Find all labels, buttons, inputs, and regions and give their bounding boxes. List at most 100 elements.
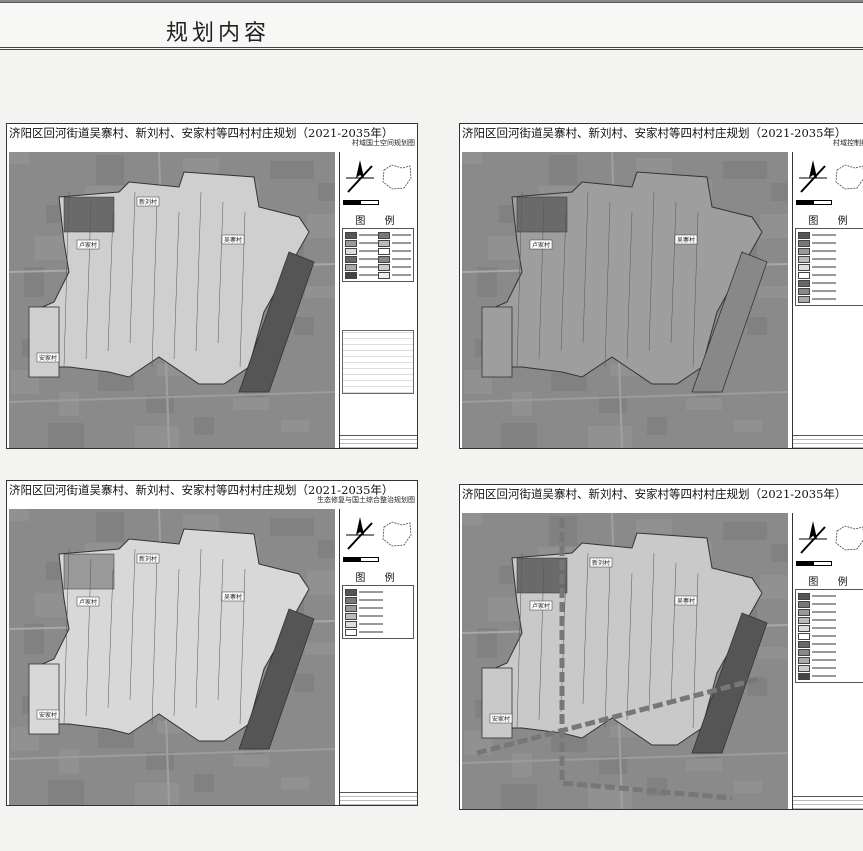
parcel-line [538,562,545,721]
basemap-texture [758,647,788,659]
legend-item [345,263,378,271]
basemap-texture [551,373,587,391]
legend-text-line [359,242,378,244]
legend-swatch [798,231,810,239]
basemap-texture [194,774,214,792]
map-sidebar: 图 例 [339,509,417,805]
legend-swatch [798,616,810,624]
land-parcel [516,557,568,594]
header-rule [0,0,863,2]
basemap-texture [307,214,335,238]
basemap-texture [771,544,788,562]
panel-title: 济阳区回河街道吴寨村、新刘村、安家村等四村村庄规划（2021-2035年） [462,487,847,501]
legend-item [378,231,411,239]
scale-bar [796,200,832,206]
basemap-texture [477,628,497,658]
legend-item [345,620,411,628]
basemap-texture [98,730,134,748]
village-label: 卢家村 [532,241,550,249]
basemap-texture [758,286,788,298]
village-label: 新刘村 [592,559,610,567]
legend-text-line [812,290,836,292]
legend-swatch [798,287,810,295]
legend-text-line [392,234,411,236]
legend-title: 图 例 [808,577,856,588]
road-line [9,391,335,403]
legend-text-line [359,250,378,252]
map-panel-control-lines[interactable]: 济阳区回河街道吴寨村、新刘村、安家村等四村村庄规划（2021-2035年）村域控… [459,123,863,449]
map-panel-ecological-restoration[interactable]: 济阳区回河街道吴寨村、新刘村、安家村等四村村庄规划（2021-2035年）生态修… [6,480,418,806]
legend-swatch [798,664,810,672]
basemap-texture [734,420,762,432]
village-label-box [589,557,613,568]
legend-text-line [392,242,411,244]
legend-text-line [812,595,836,597]
basemap-texture [318,540,335,558]
legend-item [798,648,863,656]
basemap-texture [233,755,269,767]
legend-item [345,596,411,604]
location-minimap-icon [380,519,414,549]
land-parcel [516,196,568,233]
location-minimap-icon [833,523,863,553]
parcel-line [129,548,136,701]
basemap-texture [305,286,335,298]
legend [342,228,414,282]
map-canvas[interactable]: 卢家村吴寨村 [462,152,788,448]
parcel-line [173,211,180,360]
map-canvas[interactable]: 卢家村吴寨村安家村新刘村 [462,513,788,809]
scale-bar [796,561,832,567]
basemap-texture [760,575,788,599]
village-label: 新刘村 [139,198,157,206]
map-panel-road-network[interactable]: 济阳区回河街道吴寨村、新刘村、安家村等四村村庄规划（2021-2035年） 卢家村… [459,484,863,810]
parcel-line [129,191,136,344]
legend-text-line [812,611,836,613]
west-parcel [481,667,513,739]
map-canvas[interactable]: 卢家村吴寨村安家村新刘村 [9,509,335,805]
north-arrow-icon [797,519,829,559]
legend-item [345,604,411,612]
parcel-line [516,191,523,368]
village-label-box [221,234,245,245]
basemap-texture [135,426,179,448]
river-belt-zone [691,251,768,393]
basemap-texture [9,509,29,521]
basemap-texture [96,512,124,542]
legend-item [345,628,411,636]
legend-text-line [812,651,836,653]
legend-title: 图 例 [355,216,403,227]
map-panel-land-use[interactable]: 济阳区回河街道吴寨村、新刘村、安家村等四村村庄规划（2021-2035年）村域国… [6,123,418,449]
legend-item [345,247,378,255]
legend-text-line [812,619,836,621]
village-label-box [136,553,160,564]
basemap-texture [270,161,314,179]
legend-text-line [812,635,836,637]
legend-text-line [812,667,836,669]
parcel-line [85,201,92,360]
legend-text-line [392,266,411,268]
location-minimap-icon [380,162,414,192]
village-label: 安家村 [39,711,57,719]
basemap-texture [512,392,532,416]
map-sidebar: 图 例 [792,152,863,448]
basemap-texture [24,267,44,297]
legend-swatch [345,628,357,636]
village-label: 安家村 [39,354,57,362]
development-axis-arrow [476,675,763,756]
basemap-texture [462,152,482,164]
west-parcel [28,663,60,735]
legend-item [798,231,863,239]
parcel-line [670,562,677,705]
map-canvas[interactable]: 卢家村吴寨村安家村新刘村 [9,152,335,448]
basemap-texture [96,155,124,185]
legend-swatch [798,279,810,287]
parcel-line [85,558,92,717]
parcel-line [195,548,202,709]
legend-swatch [345,596,357,604]
legend-item [798,271,863,279]
basemap-texture [462,513,482,525]
legend-text-line [359,234,378,236]
legend-item [345,588,411,596]
legend-text-line [359,615,383,617]
basemap-texture [305,643,335,655]
